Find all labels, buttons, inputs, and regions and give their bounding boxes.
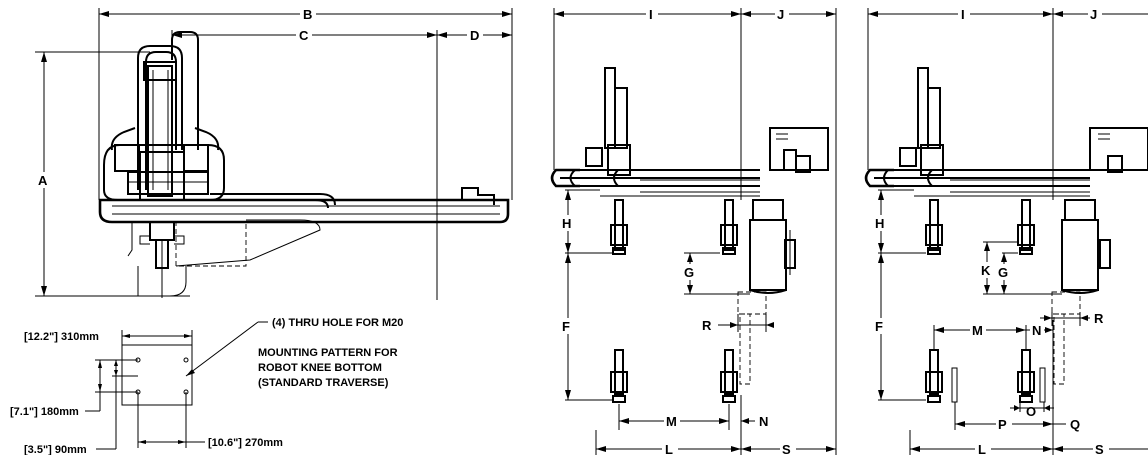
dim-180mm: [7.1"] 180mm (10, 406, 79, 418)
label-P: P (998, 417, 1007, 432)
hole-callout: (4) THRU HOLE FOR M20 (272, 317, 403, 329)
dimension-D: D (437, 27, 512, 43)
label-I: I (649, 7, 653, 22)
label-I-alt: I (961, 7, 965, 22)
label-B: B (303, 7, 312, 22)
label-N: N (759, 414, 768, 429)
label-D: D (470, 28, 479, 43)
label-G: G (684, 265, 694, 280)
label-A: A (38, 173, 48, 188)
label-M: M (666, 414, 677, 429)
label-N-alt: N (1032, 323, 1041, 338)
label-M-alt: M (972, 323, 983, 338)
dimension-C: C (172, 27, 437, 43)
label-J-alt: J (1090, 7, 1097, 22)
label-R-alt: R (1094, 311, 1104, 326)
label-S: S (782, 442, 791, 455)
robot-front-view-alternate: I J (864, 6, 1148, 455)
label-J: J (777, 7, 784, 22)
mounting-pattern: [12.2"] 310mm [7.1"] 180mm [3.5"] 90mm [… (10, 317, 403, 455)
label-F-alt: F (875, 319, 883, 334)
robot-front-view-standard: I J (550, 6, 837, 455)
label-L: L (665, 442, 673, 455)
robot-top-view: B C D A (35, 6, 513, 300)
label-C: C (299, 28, 309, 43)
mount-hole (183, 357, 189, 363)
label-Q: Q (1070, 417, 1080, 432)
dimension-A: A (36, 52, 52, 296)
label-H-alt: H (875, 216, 884, 231)
mounting-note-line2: ROBOT KNEE BOTTOM (258, 362, 382, 374)
dim-310mm: [12.2"] 310mm (24, 331, 99, 343)
mounting-plate (121, 344, 193, 406)
dim-90mm: [3.5"] 90mm (24, 444, 87, 455)
label-R: R (702, 318, 712, 333)
label-K: K (981, 263, 991, 278)
label-G-alt: G (998, 265, 1008, 280)
dimension-B: B (99, 6, 512, 22)
mounting-note-line1: MOUNTING PATTERN FOR (258, 347, 398, 359)
dim-270mm: [10.6"] 270mm (208, 437, 283, 449)
label-O: O (1026, 404, 1036, 419)
label-H: H (562, 216, 571, 231)
mounting-note-line3: (STANDARD TRAVERSE) (258, 377, 389, 389)
label-S-alt: S (1095, 442, 1104, 455)
label-F: F (562, 319, 570, 334)
label-L-alt: L (978, 442, 986, 455)
